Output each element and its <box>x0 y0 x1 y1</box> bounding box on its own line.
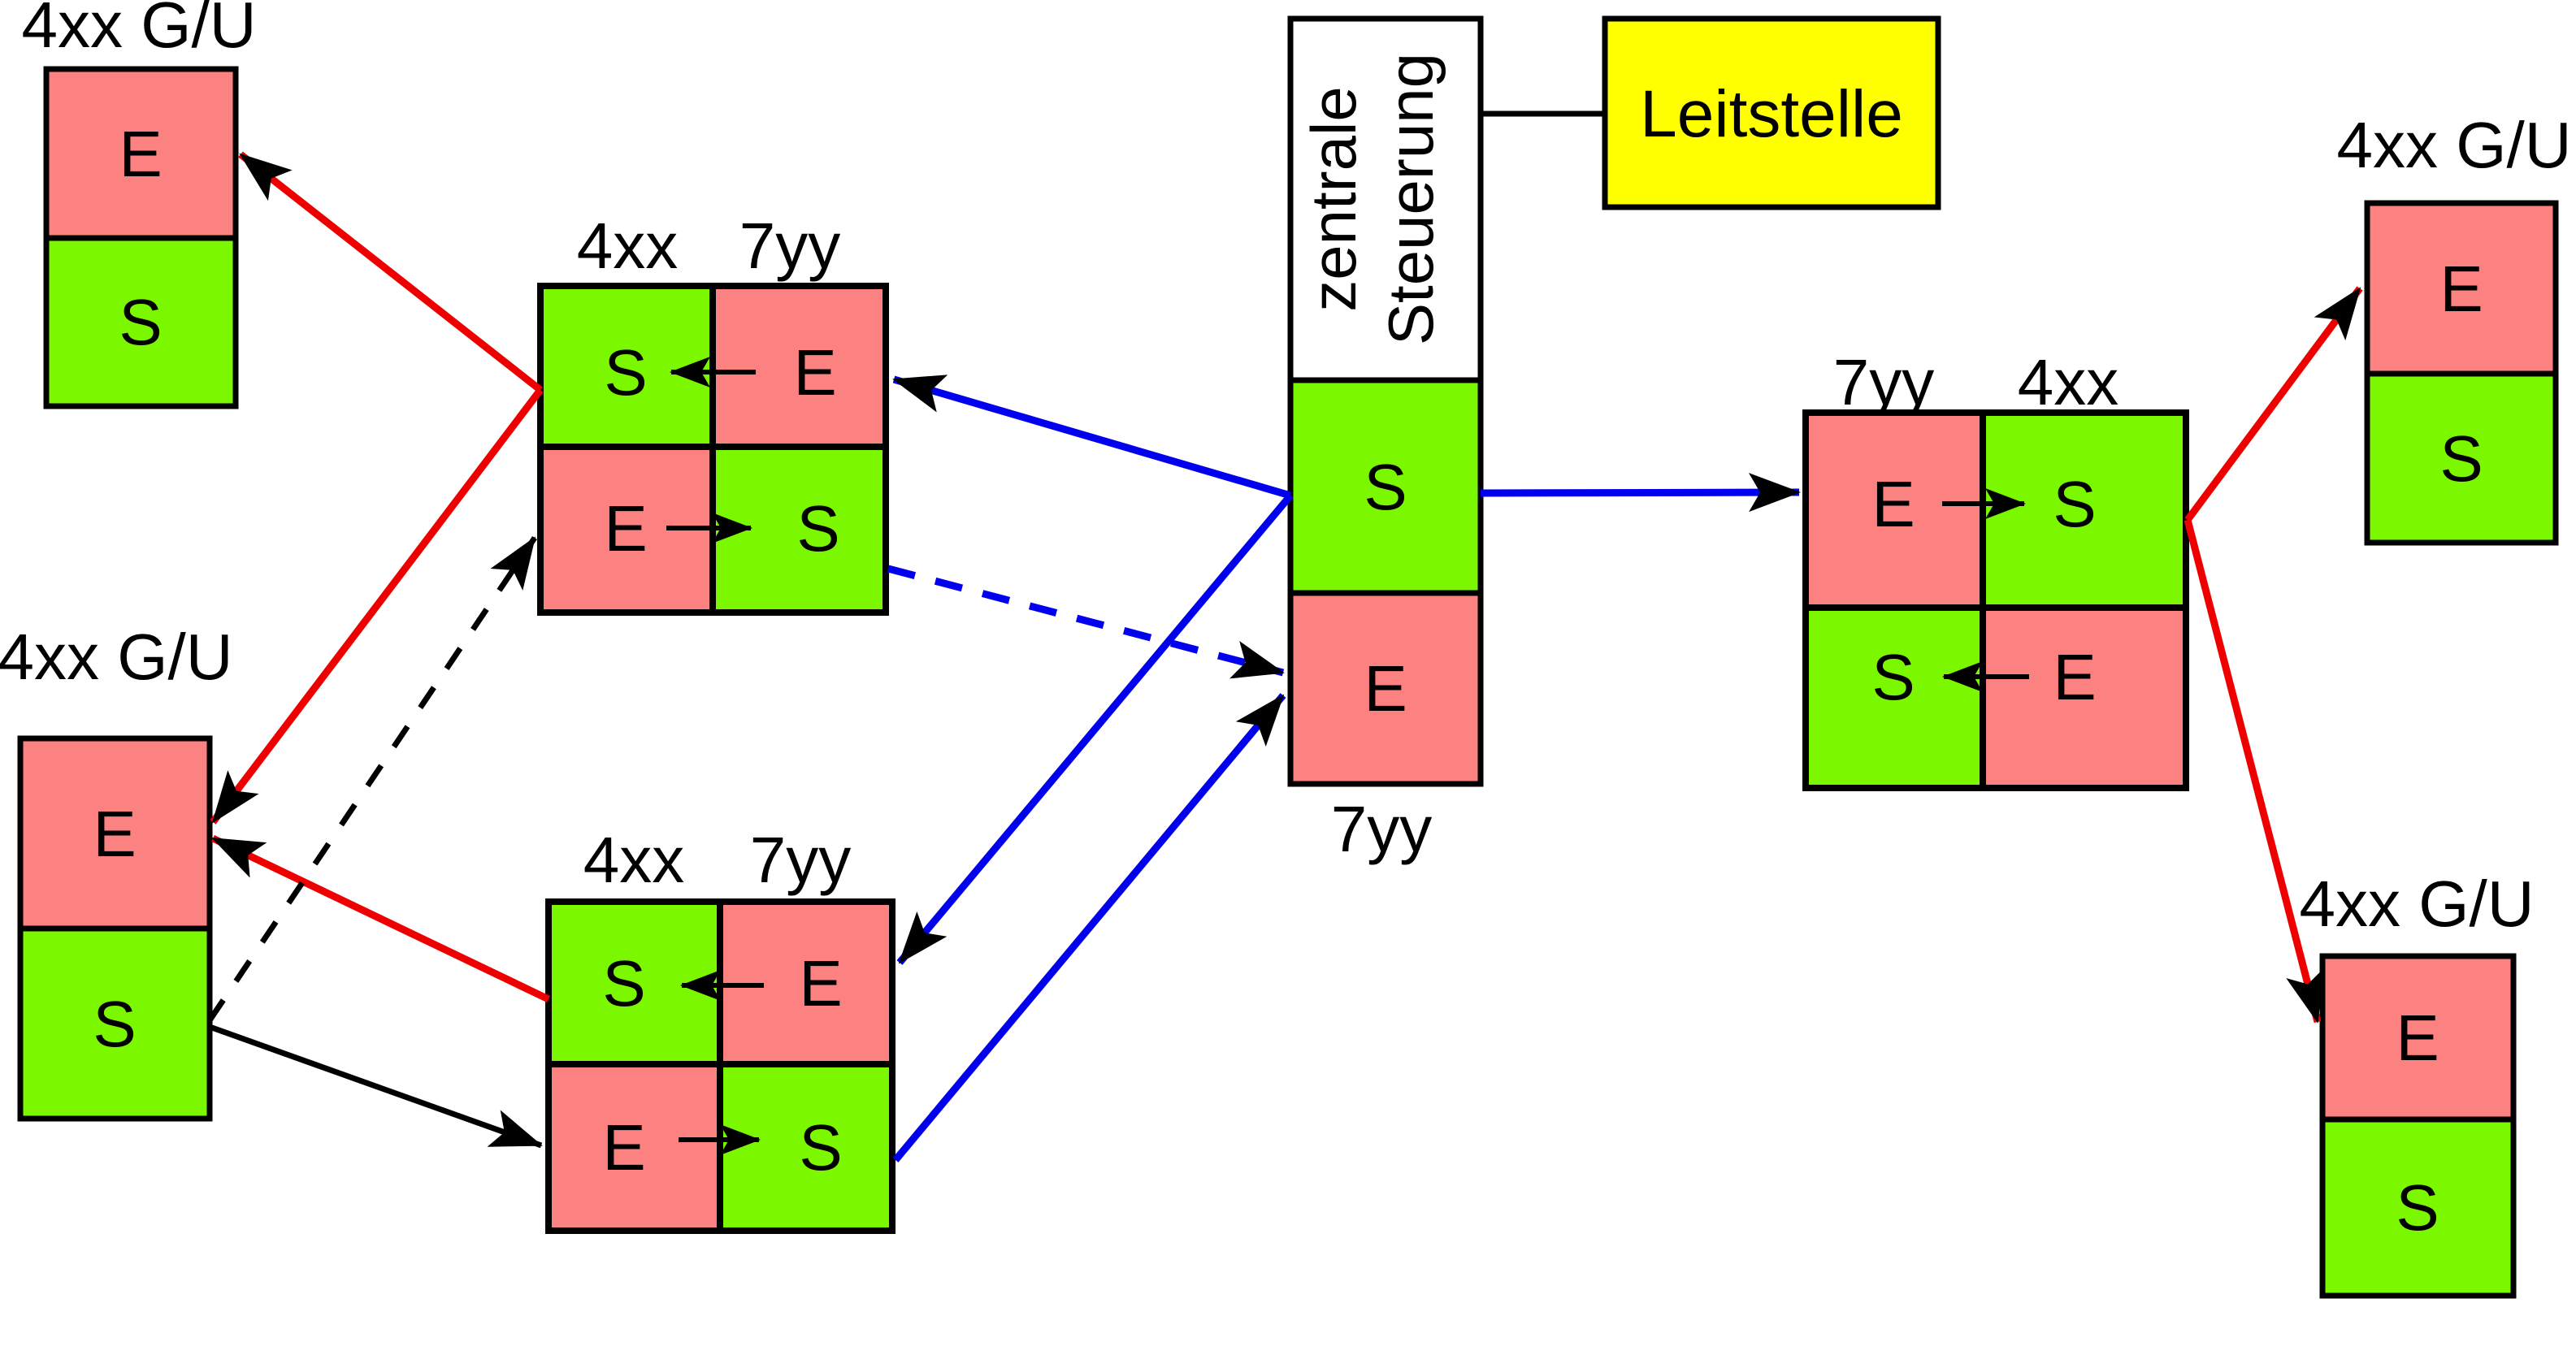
blue-arrow-central-sender-to-right-quad-receiver <box>1480 473 1801 513</box>
central-controller-label-line1: zentrale <box>1298 86 1369 312</box>
unit-middle-left-receiver-label: E <box>93 798 136 870</box>
unit-top-left-title: 4xx G/U <box>22 0 257 61</box>
quad-lower-left-cell-bottom-left <box>545 1061 723 1234</box>
quad-right-cell-bottom-left <box>1802 604 1986 791</box>
quad-upper-left-cell-top-right <box>709 283 889 450</box>
quad-upper-left-label-bottom-left: E <box>604 492 647 565</box>
leitstelle-label: Leitstelle <box>1640 77 1903 151</box>
unit-top-left-sender-box <box>43 235 239 409</box>
quad-upper-left-label-top-left: S <box>604 336 647 409</box>
quad-lower-left-label-bottom-left: E <box>602 1111 645 1184</box>
unit-top-right-sender-label: S <box>2439 422 2483 495</box>
quad-right-label-top-right: S <box>2053 468 2096 540</box>
quad-right-header-right: 4xx <box>2018 346 2119 418</box>
unit-middle-left-sender-box <box>17 925 213 1122</box>
central-sender-box <box>1287 377 1484 596</box>
unit-top-right-sender-box <box>2364 370 2559 546</box>
unit-top-right-receiver-label: E <box>2439 253 2483 325</box>
quad-right-label-bottom-left: S <box>1871 641 1915 713</box>
unit-bottom-right-sender-box <box>2319 1116 2517 1299</box>
unit-middle-left-sender-label: S <box>93 988 136 1060</box>
quad-upper-left-header-right: 7yy <box>739 210 841 282</box>
central-sender-label: S <box>1364 451 1407 523</box>
red-arrow-upper-quad-to-middle-left-receiver <box>210 387 544 825</box>
quad-right-label-top-left: E <box>1871 468 1915 540</box>
quad-right-header-left: 7yy <box>1833 346 1935 418</box>
quad-right-cell-bottom-right <box>1980 604 2189 791</box>
quad-upper-left-label-top-right: E <box>793 336 836 409</box>
central-receiver-label: E <box>1364 652 1407 725</box>
quad-upper-left-label-bottom-right: S <box>796 492 839 565</box>
quad-lower-left-label-top-right: E <box>799 947 842 1019</box>
black-arrow-middle-left-sender-to-lower-quad-receiver <box>208 1024 543 1149</box>
central-receiver-box <box>1287 590 1484 787</box>
central-controller-box <box>1287 15 1484 383</box>
blue-arrow-central-sender-to-lower-quad-receiver <box>896 493 1294 965</box>
unit-middle-left-title: 4xx G/U <box>0 621 232 693</box>
quad-right-label-bottom-right: E <box>2053 641 2096 713</box>
unit-top-left-sender-label: S <box>119 286 162 358</box>
blue-arrow-lower-quad-sender-to-central-receiver <box>892 693 1286 1162</box>
unit-bottom-right-title: 4xx G/U <box>2300 868 2535 940</box>
unit-top-right-title: 4xx G/U <box>2337 109 2572 181</box>
black-dashed-arrow-middle-left-sender-to-upper-quad-receiver <box>207 536 537 1022</box>
unit-top-left-receiver-label: E <box>119 118 162 190</box>
red-arrow-right-quad-to-bottom-right-receiver <box>2184 518 2324 1024</box>
quad-lower-left-header-right: 7yy <box>750 824 852 896</box>
quad-lower-left-header-left: 4xx <box>583 824 685 896</box>
red-arrow-right-quad-to-top-right-receiver <box>2184 286 2363 522</box>
unit-bottom-right-receiver-label: E <box>2396 1002 2439 1074</box>
blue-dashed-arrow-upper-quad-sender-to-central-receiver <box>887 565 1285 679</box>
central-address-label: 7yy <box>1331 793 1433 865</box>
leitstelle-box <box>1602 15 1941 210</box>
unit-bottom-right-sender-label: S <box>2396 1171 2439 1244</box>
red-arrow-lower-quad-to-middle-left-receiver <box>211 834 550 1003</box>
unit-top-left-receiver-box <box>43 66 239 241</box>
quad-lower-left-label-bottom-right: S <box>799 1111 842 1184</box>
red-arrow-upper-quad-to-top-left-receiver <box>238 151 543 393</box>
quad-lower-left-label-top-left: S <box>602 947 645 1019</box>
quad-upper-left-header-left: 4xx <box>577 210 679 282</box>
blue-arrow-central-sender-to-upper-quad-receiver <box>892 374 1292 500</box>
central-controller-label-line2: Steuerung <box>1375 53 1446 345</box>
